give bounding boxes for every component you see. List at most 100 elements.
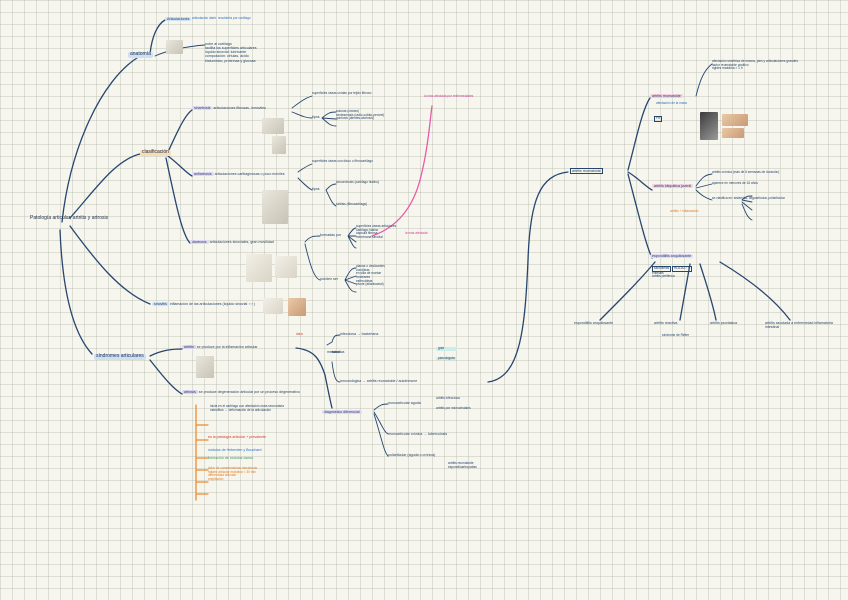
hip-illustration	[275, 256, 297, 278]
artritis-reum-node[interactable]: artritis reumatoide	[570, 168, 603, 174]
artritis-label: artritis	[182, 345, 196, 349]
differential-metabolica: metabólica	[327, 350, 344, 354]
sinartrosis-type-3: gonfosis (dientes-alvéolos)	[336, 117, 384, 121]
artrosis-node[interactable]: artrosis se produce degeneración articul…	[182, 390, 300, 394]
anfiartrosis-types-title: tipos	[312, 187, 320, 191]
idiopatica-node[interactable]: artritis idiopática juvenil	[652, 184, 693, 188]
artrosis-red-note: es la patología articular + prevalente	[208, 435, 266, 439]
pelvis-illustration	[262, 190, 288, 224]
espondilo-child-1[interactable]: espondilitis anquilosante	[574, 321, 613, 325]
diartrosis-pink-note: la más afectada	[405, 232, 428, 236]
reumatoide-node[interactable]: artritis reumatoide	[650, 94, 683, 98]
espondilo-label: espondilitis anquilosante	[652, 254, 691, 258]
classification-pink-note: la más afectada por enfermedades	[424, 95, 473, 99]
link-sinartrosis-type-items	[322, 112, 336, 126]
anatomy-note-5: hialurónico, proteínas y glucosa	[205, 59, 257, 63]
artrosis-notes: inicia en el cartílago con afectación ós…	[210, 405, 284, 412]
sindromes-node[interactable]: síndromes articulares	[94, 354, 146, 360]
micro-item-2: pseudogota	[436, 357, 457, 361]
sinartrosis-types: suturas (cráneo) sindesmosis (radio-cúbi…	[336, 110, 384, 121]
link-class-sinartrosis	[168, 110, 192, 152]
differential-poliarticular: poliarticular (aguda o crónica)	[388, 453, 435, 457]
link-espondilo-children	[600, 262, 790, 320]
artrosis-orange-notes: dolor de características mecánicas rigid…	[208, 467, 257, 482]
reumatoide-notes: afectación simétrica de manos, pies y ar…	[712, 60, 798, 71]
link-differential-groups	[327, 335, 340, 382]
poli-item-2: espondiloartropatías	[448, 466, 477, 470]
anatomy-notes: nutre al cartílago facilita los superfic…	[205, 42, 257, 63]
link-anfi-type-items	[326, 184, 336, 206]
link-sinartrosis-types	[292, 112, 312, 118]
espondilo-notes: sacroileítis HLA-B27 + entesitis artriti…	[652, 264, 692, 279]
artrosis-desc: se produce degeneración articular por un…	[199, 390, 300, 394]
link-artritis-differential	[296, 348, 332, 408]
differential-mono-items: artritis infecciosa artritis por microcr…	[436, 397, 471, 410]
idiopatica-note-2: aparece en menores de 16 años	[712, 182, 758, 186]
foot-illustration	[272, 136, 286, 154]
differential-label: diagnóstico diferencial	[324, 410, 360, 414]
link-reum-notes	[696, 64, 712, 96]
espondilo-reactiva-note: síndrome de Reiter	[662, 334, 689, 338]
articulaciones-node[interactable]: Articulaciones	[165, 17, 191, 21]
sinovitis-illustration-1	[263, 298, 283, 314]
root-node[interactable]: Patología articular, artritis y artrosis	[30, 216, 108, 222]
differential-monoarticular: monoarticular aguda	[388, 401, 421, 405]
anfiartrosis-type-2: sínfisis (fibrocartílago)	[336, 203, 367, 207]
artritis-node[interactable]: artritis se produce por la inflamación a…	[182, 345, 258, 349]
diartrosis-desc: articulaciones sinoviales, gran movilida…	[210, 240, 274, 244]
micro-item-1: gota	[436, 347, 457, 351]
reumatoide-note-3: rigidez matutina > 1 h	[712, 67, 798, 71]
sinovitis-node[interactable]: sinovitis inflamación de las articulacio…	[152, 302, 255, 306]
artrosis-orange-4: crepitación	[208, 478, 257, 482]
artritis-pain-note: dolor	[296, 333, 303, 337]
reumatoide-sub-note: afectación de la mano	[656, 102, 687, 106]
idiopatica-label: artritis idiopática juvenil	[654, 184, 691, 188]
espondilo-node[interactable]: espondilitis anquilosante	[650, 254, 693, 258]
differential-node[interactable]: diagnóstico diferencial	[322, 410, 362, 414]
espondilo-note-4: artritis periférica	[652, 275, 692, 279]
anatomy-node[interactable]: anatomía	[128, 52, 153, 58]
knee-illustration	[246, 254, 272, 282]
differential-inmunologica: inmunológica → artritis reumatoide / aut…	[340, 379, 417, 383]
diartrosis-node[interactable]: diartrosis articulaciones sinoviales, gr…	[190, 240, 274, 244]
skull-illustration	[262, 118, 284, 134]
reumatoide-hand-photo	[722, 114, 748, 126]
anatomy-label: anatomía	[130, 51, 151, 57]
classification-label: clasificación	[142, 149, 169, 155]
artritis-reum-label: artritis reumatoide	[572, 169, 601, 173]
reumatoide-foot-photo	[722, 128, 744, 138]
anfiartrosis-surface-note: superficies óseas con disco o fibrocartí…	[312, 160, 373, 164]
link-ar-reumatoide	[628, 98, 650, 170]
link-differential-items	[374, 404, 388, 456]
link-anfi-types	[298, 178, 312, 190]
idiopatica-note-3: se clasifica en: sistémica, oligoarticul…	[712, 197, 785, 201]
root-label: Patología articular, artritis y artrosis	[30, 215, 108, 221]
sindromes-label: síndromes articulares	[96, 353, 144, 359]
classification-node[interactable]: clasificación	[140, 150, 171, 156]
link-root-sinovitis	[70, 226, 150, 304]
idiopatica-note-1: artritis crónica (más de 6 semanas de du…	[712, 171, 779, 175]
link-class-diartrosis	[166, 158, 190, 243]
link-sinartrosis-surface	[292, 96, 312, 108]
sinartrosis-node[interactable]: sinartrosis articulaciones fibrosas, inm…	[192, 106, 266, 110]
articulaciones-label: Articulaciones	[167, 17, 189, 21]
reumatoide-badge: FR	[654, 116, 662, 122]
differential-infecciosa: infecciosa → bacteriana	[340, 332, 378, 336]
diartrosis-parts: superficies óseas articulares cartílago …	[356, 225, 396, 240]
reumatoide-label: artritis reumatoide	[652, 94, 681, 98]
espondilo-child-3[interactable]: artritis psoriásica	[710, 321, 737, 325]
espondilo-child-4[interactable]: artritis asociada a enfermedad inflamato…	[765, 321, 841, 329]
artrosis-label: artrosis	[182, 390, 198, 394]
anfiartrosis-node[interactable]: anfiartrosis articulaciones cartilaginos…	[192, 172, 285, 176]
link-diar-kind-items	[345, 268, 356, 292]
differential-micro-items: gota pseudogota	[436, 347, 457, 360]
link-root-anatomy	[62, 56, 140, 222]
link-root-classification	[70, 154, 140, 218]
espondilo-child-2[interactable]: artritis reactiva	[654, 321, 677, 325]
link-diar-part-items	[348, 228, 356, 248]
link-ar-espondilo	[628, 174, 652, 258]
diartrosis-kinds: planas o deslizantes condíleas en silla …	[356, 265, 385, 287]
sinartrosis-desc: articulaciones fibrosas, inmóviles	[213, 106, 266, 110]
diartrosis-parts-title: formadas por	[320, 233, 341, 237]
